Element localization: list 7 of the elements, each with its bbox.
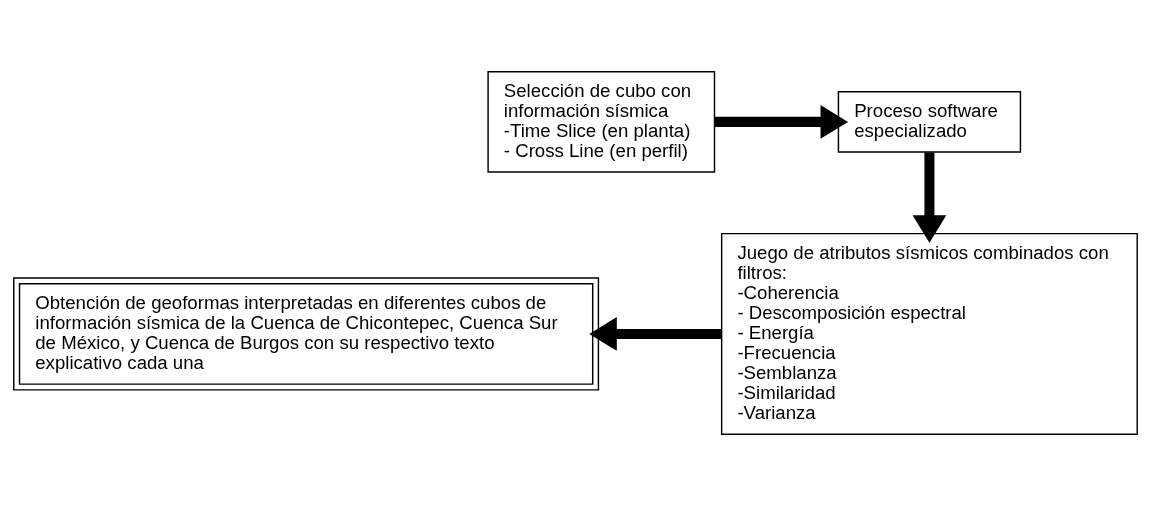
arrow bbox=[912, 152, 947, 243]
arrow bbox=[589, 317, 722, 351]
arrow bbox=[714, 105, 849, 139]
node-box: Selección de cubo con información sísmica -Time Slice (en planta) - Cross Line (en perfil) bbox=[487, 71, 716, 173]
node-box: Obtención de geoformas interpretadas en diferentes cubos de información sísmica de la Cuenca de Chicontepec, Cuenca Sur de México, y Cuenca de Burgos con su respectivo texto explicativo cada una bbox=[13, 277, 600, 391]
node-box: Proceso software especializado bbox=[837, 91, 1022, 153]
node-box: Juego de atributos sísmicos combinados con filtros: -Coherencia - Descomposición espectral - Energía -Frecuencia -Semblanza -Similaridad -Varianza bbox=[720, 232, 1138, 435]
